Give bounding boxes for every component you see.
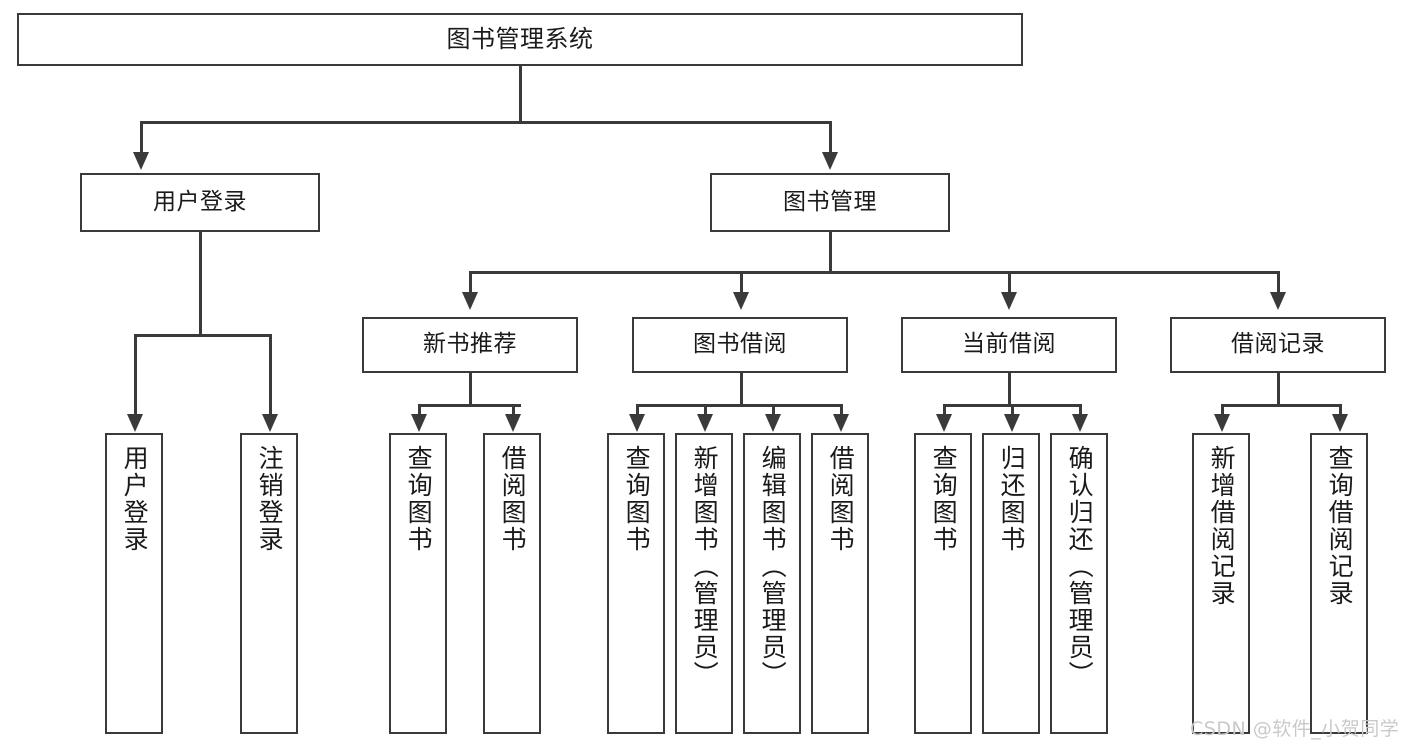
node-book-borrow[interactable]: 图书借阅	[632, 317, 848, 373]
connector-records-stem	[1277, 373, 1280, 406]
connector-current-to-leaf-3	[1079, 404, 1082, 418]
arrowhead-new-book	[462, 292, 478, 310]
connector-book-mgmt-to-new-book	[469, 271, 472, 295]
node-label: 查询图书	[404, 445, 434, 553]
leaf-records-query-record[interactable]: 查询借阅记录	[1310, 433, 1368, 734]
node-current-borrow[interactable]: 当前借阅	[901, 317, 1117, 373]
arrowhead-borrow-leaf-2	[697, 414, 713, 432]
leaf-borrow-query-book[interactable]: 查询图书	[607, 433, 665, 734]
connector-new-book-to-leaf-2	[512, 404, 515, 418]
connector-borrow-stem	[740, 373, 743, 406]
leaf-borrow-add-book-admin[interactable]: 新增图书（管理员）	[675, 433, 733, 734]
node-label: 查询图书	[622, 445, 652, 553]
leaf-borrow-edit-book-admin[interactable]: 编辑图书（管理员）	[743, 433, 801, 734]
node-label: 用户登录	[120, 445, 150, 553]
leaf-user-login-login[interactable]: 用户登录	[105, 433, 163, 734]
connector-user-login-bar	[134, 334, 269, 337]
arrowhead-borrow-leaf-4	[833, 414, 849, 432]
connector-new-book-bar	[418, 404, 521, 407]
connector-current-stem	[1008, 373, 1011, 406]
node-label: 图书管理系统	[446, 25, 594, 54]
leaf-new-book-borrow[interactable]: 借阅图书	[483, 433, 541, 734]
node-user-login[interactable]: 用户登录	[80, 173, 320, 232]
arrowhead-current-leaf-2	[1004, 414, 1020, 432]
leaf-new-book-query[interactable]: 查询图书	[389, 433, 447, 734]
node-label: 借阅图书	[498, 445, 528, 553]
connector-borrow-to-leaf-2	[704, 404, 707, 418]
arrowhead-current	[1001, 292, 1017, 310]
connector-book-mgmt-to-borrow	[740, 271, 743, 295]
leaf-user-login-logout[interactable]: 注销登录	[240, 433, 298, 734]
arrowhead-user-login-leaf-1	[127, 414, 143, 432]
node-label: 归还图书	[997, 445, 1027, 553]
arrowhead-user-login	[133, 152, 149, 170]
connector-borrow-to-leaf-3	[772, 404, 775, 418]
node-label: 查询图书	[929, 445, 959, 553]
connector-new-book-to-leaf-1	[418, 404, 421, 418]
arrowhead-book-mgmt	[822, 152, 838, 170]
connector-new-book-stem	[469, 373, 472, 406]
arrowhead-new-book-leaf-2	[505, 414, 521, 432]
connector-borrow-to-leaf-1	[636, 404, 639, 418]
connector-book-mgmt-to-current	[1008, 271, 1011, 295]
connector-user-login-stem	[199, 232, 202, 336]
leaf-current-query-book[interactable]: 查询图书	[914, 433, 972, 734]
node-label: 新增图书（管理员）	[690, 445, 720, 688]
node-borrow-records[interactable]: 借阅记录	[1170, 317, 1386, 373]
node-label: 借阅图书	[826, 445, 856, 553]
leaf-borrow-borrow-book[interactable]: 借阅图书	[811, 433, 869, 734]
node-new-book-recommend[interactable]: 新书推荐	[362, 317, 578, 373]
connector-current-to-leaf-1	[943, 404, 946, 418]
connector-book-mgmt-to-records	[1277, 271, 1280, 295]
connector-user-login-to-leaf-2	[269, 334, 272, 416]
leaf-current-confirm-return-admin[interactable]: 确认归还（管理员）	[1050, 433, 1108, 734]
connector-current-to-leaf-2	[1011, 404, 1014, 418]
connector-book-mgmt-bar	[469, 271, 1279, 274]
arrowhead-current-leaf-3	[1072, 414, 1088, 432]
node-label: 新增借阅记录	[1207, 445, 1237, 607]
arrowhead-records-leaf-1	[1214, 414, 1230, 432]
node-label: 图书管理	[783, 188, 877, 215]
arrowhead-records-leaf-2	[1332, 414, 1348, 432]
connector-records-to-leaf-1	[1221, 404, 1224, 418]
node-label: 注销登录	[255, 445, 285, 553]
connector-root-to-user-login	[140, 121, 143, 156]
node-label: 借阅记录	[1231, 331, 1325, 358]
node-label: 当前借阅	[962, 331, 1056, 358]
connector-book-mgmt-stem	[829, 232, 832, 273]
node-label: 查询借阅记录	[1325, 445, 1355, 607]
node-label: 确认归还（管理员）	[1065, 445, 1095, 688]
node-label: 编辑图书（管理员）	[758, 445, 788, 688]
arrowhead-current-leaf-1	[936, 414, 952, 432]
connector-records-to-leaf-2	[1339, 404, 1342, 418]
connector-root-bar	[140, 121, 830, 124]
arrowhead-records	[1270, 292, 1286, 310]
node-book-management[interactable]: 图书管理	[710, 173, 950, 232]
leaf-current-return-book[interactable]: 归还图书	[982, 433, 1040, 734]
arrowhead-borrow	[733, 292, 749, 310]
arrowhead-borrow-leaf-3	[765, 414, 781, 432]
connector-records-bar	[1221, 404, 1339, 407]
arrowhead-borrow-leaf-1	[629, 414, 645, 432]
connector-borrow-to-leaf-4	[840, 404, 843, 418]
leaf-records-add-record[interactable]: 新增借阅记录	[1192, 433, 1250, 734]
node-label: 图书借阅	[693, 331, 787, 358]
node-label: 新书推荐	[423, 331, 517, 358]
connector-user-login-to-leaf-1	[134, 334, 137, 416]
arrowhead-user-login-leaf-2	[262, 414, 278, 432]
connector-root-to-book-mgmt	[829, 121, 832, 156]
connector-borrow-bar	[636, 404, 841, 407]
arrowhead-new-book-leaf-1	[411, 414, 427, 432]
watermark-csdn: CSDN @软件_小贺同学	[1190, 718, 1400, 740]
connector-root-stem	[519, 66, 522, 122]
node-root-book-management-system[interactable]: 图书管理系统	[17, 13, 1023, 66]
node-label: 用户登录	[153, 188, 247, 215]
